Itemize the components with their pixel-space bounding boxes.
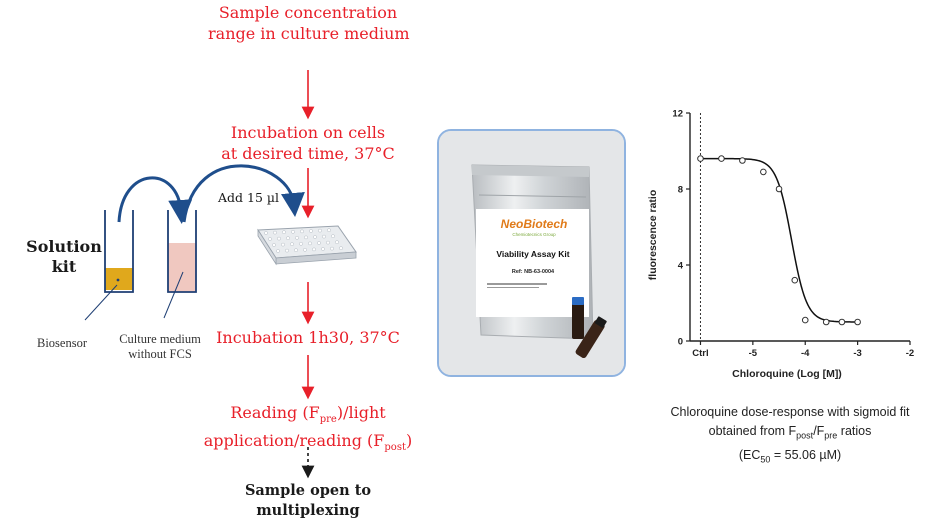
product-photo [439, 131, 624, 375]
product-brand-sub: Chemiotecnics Group [512, 232, 556, 237]
chart-x-tick-label: -2 [906, 348, 914, 359]
medium-tube-icon [167, 210, 197, 293]
workflow-graphics [84, 70, 357, 479]
chart-points [697, 155, 861, 326]
step-incubation-1h30: Incubation 1h30, 37°C [216, 328, 400, 347]
chart-y-tick-label: 4 [678, 261, 684, 272]
chart-fit-curve [700, 157, 858, 323]
final-step-line1: Sample open to [244, 482, 372, 499]
biosensor-pointer [84, 284, 118, 321]
chart-y-tick-label: 12 [672, 109, 683, 120]
product-fineprint [487, 283, 557, 291]
chart-point [838, 318, 846, 326]
step-reading-line1: Reading (Fpre)/light [230, 403, 386, 426]
biosensor-label: Biosensor [37, 336, 87, 350]
step-incubation-cells-line2: at desired time, 37°C [221, 144, 395, 163]
final-step: Sample open to multiplexing [208, 481, 408, 521]
solution-kit-title-line1: Solution [26, 237, 102, 256]
chart-point [822, 318, 830, 326]
chart-point [791, 276, 799, 284]
step-reading-line2: application/reading (Fpost) [203, 431, 413, 454]
chart-point [854, 318, 861, 326]
chart-y-tick-label: 8 [678, 185, 683, 196]
step-reading: Reading (Fpre)/light application/reading… [198, 402, 418, 458]
product-name: Viability Assay Kit [496, 249, 570, 259]
add-volume-label: Add 15 µl [218, 190, 280, 205]
chart-x-tick-label: -3 [853, 348, 861, 359]
final-step-line2: multiplexing [256, 502, 360, 519]
chart-caption-line3: (EC50 = 55.06 µM) [738, 447, 842, 465]
product-brand: NeoBiotech [494, 217, 574, 231]
transfer-arrow-1 [117, 176, 193, 224]
chart-point [801, 316, 809, 324]
chart-ylabel: fluorescence ratio [647, 190, 659, 280]
step-sample-concentration-line1: Sample concentration [218, 3, 398, 22]
chart-caption-line1: Chloroquine dose-response with sigmoid f… [670, 405, 910, 419]
microplate-icon [257, 225, 357, 266]
chart-caption: Chloroquine dose-response with sigmoid f… [645, 403, 935, 469]
chart-x-tick-label: -4 [801, 348, 810, 359]
chart-point [775, 185, 783, 193]
medium-label-line1: Culture medium [119, 332, 201, 346]
chart-point [718, 155, 725, 162]
chart-point [739, 157, 746, 164]
product-photo-panel: NeoBiotech Chemiotecnics Group Viability… [437, 129, 626, 377]
chart-caption-line2: obtained from Fpost/Fpre ratios [708, 424, 872, 441]
step-sample-concentration: Sample concentration range in culture me… [208, 2, 410, 44]
medium-label-line2: without FCS [128, 347, 192, 361]
step-sample-concentration-line2: range in culture medium [208, 24, 410, 43]
step-incubation-cells: Incubation on cells at desired time, 37°… [208, 122, 408, 164]
chart-xlabel: Chloroquine (Log [M]) [732, 368, 842, 380]
chart-fit-line [700, 157, 858, 323]
chart-y-tick-label: 0 [678, 337, 683, 348]
solution-kit-title: Solution kit [24, 237, 104, 277]
transfer-arrow-2 [182, 164, 305, 223]
product-ref: Ref: NB-63-0004 [511, 269, 555, 275]
chart-point [697, 155, 704, 162]
chart-x-tick-label: -5 [749, 348, 758, 359]
chart-point [760, 168, 767, 176]
biosensor-tube-icon [104, 210, 134, 293]
chart-x-tick-label: Ctrl [692, 348, 708, 359]
medium-label: Culture medium without FCS [104, 332, 216, 362]
step-incubation-cells-line1: Incubation on cells [230, 123, 386, 142]
medium-pointer [163, 271, 184, 319]
product-brand-name: NeoBiotech [500, 217, 568, 231]
solution-kit-title-line2: kit [51, 257, 77, 276]
